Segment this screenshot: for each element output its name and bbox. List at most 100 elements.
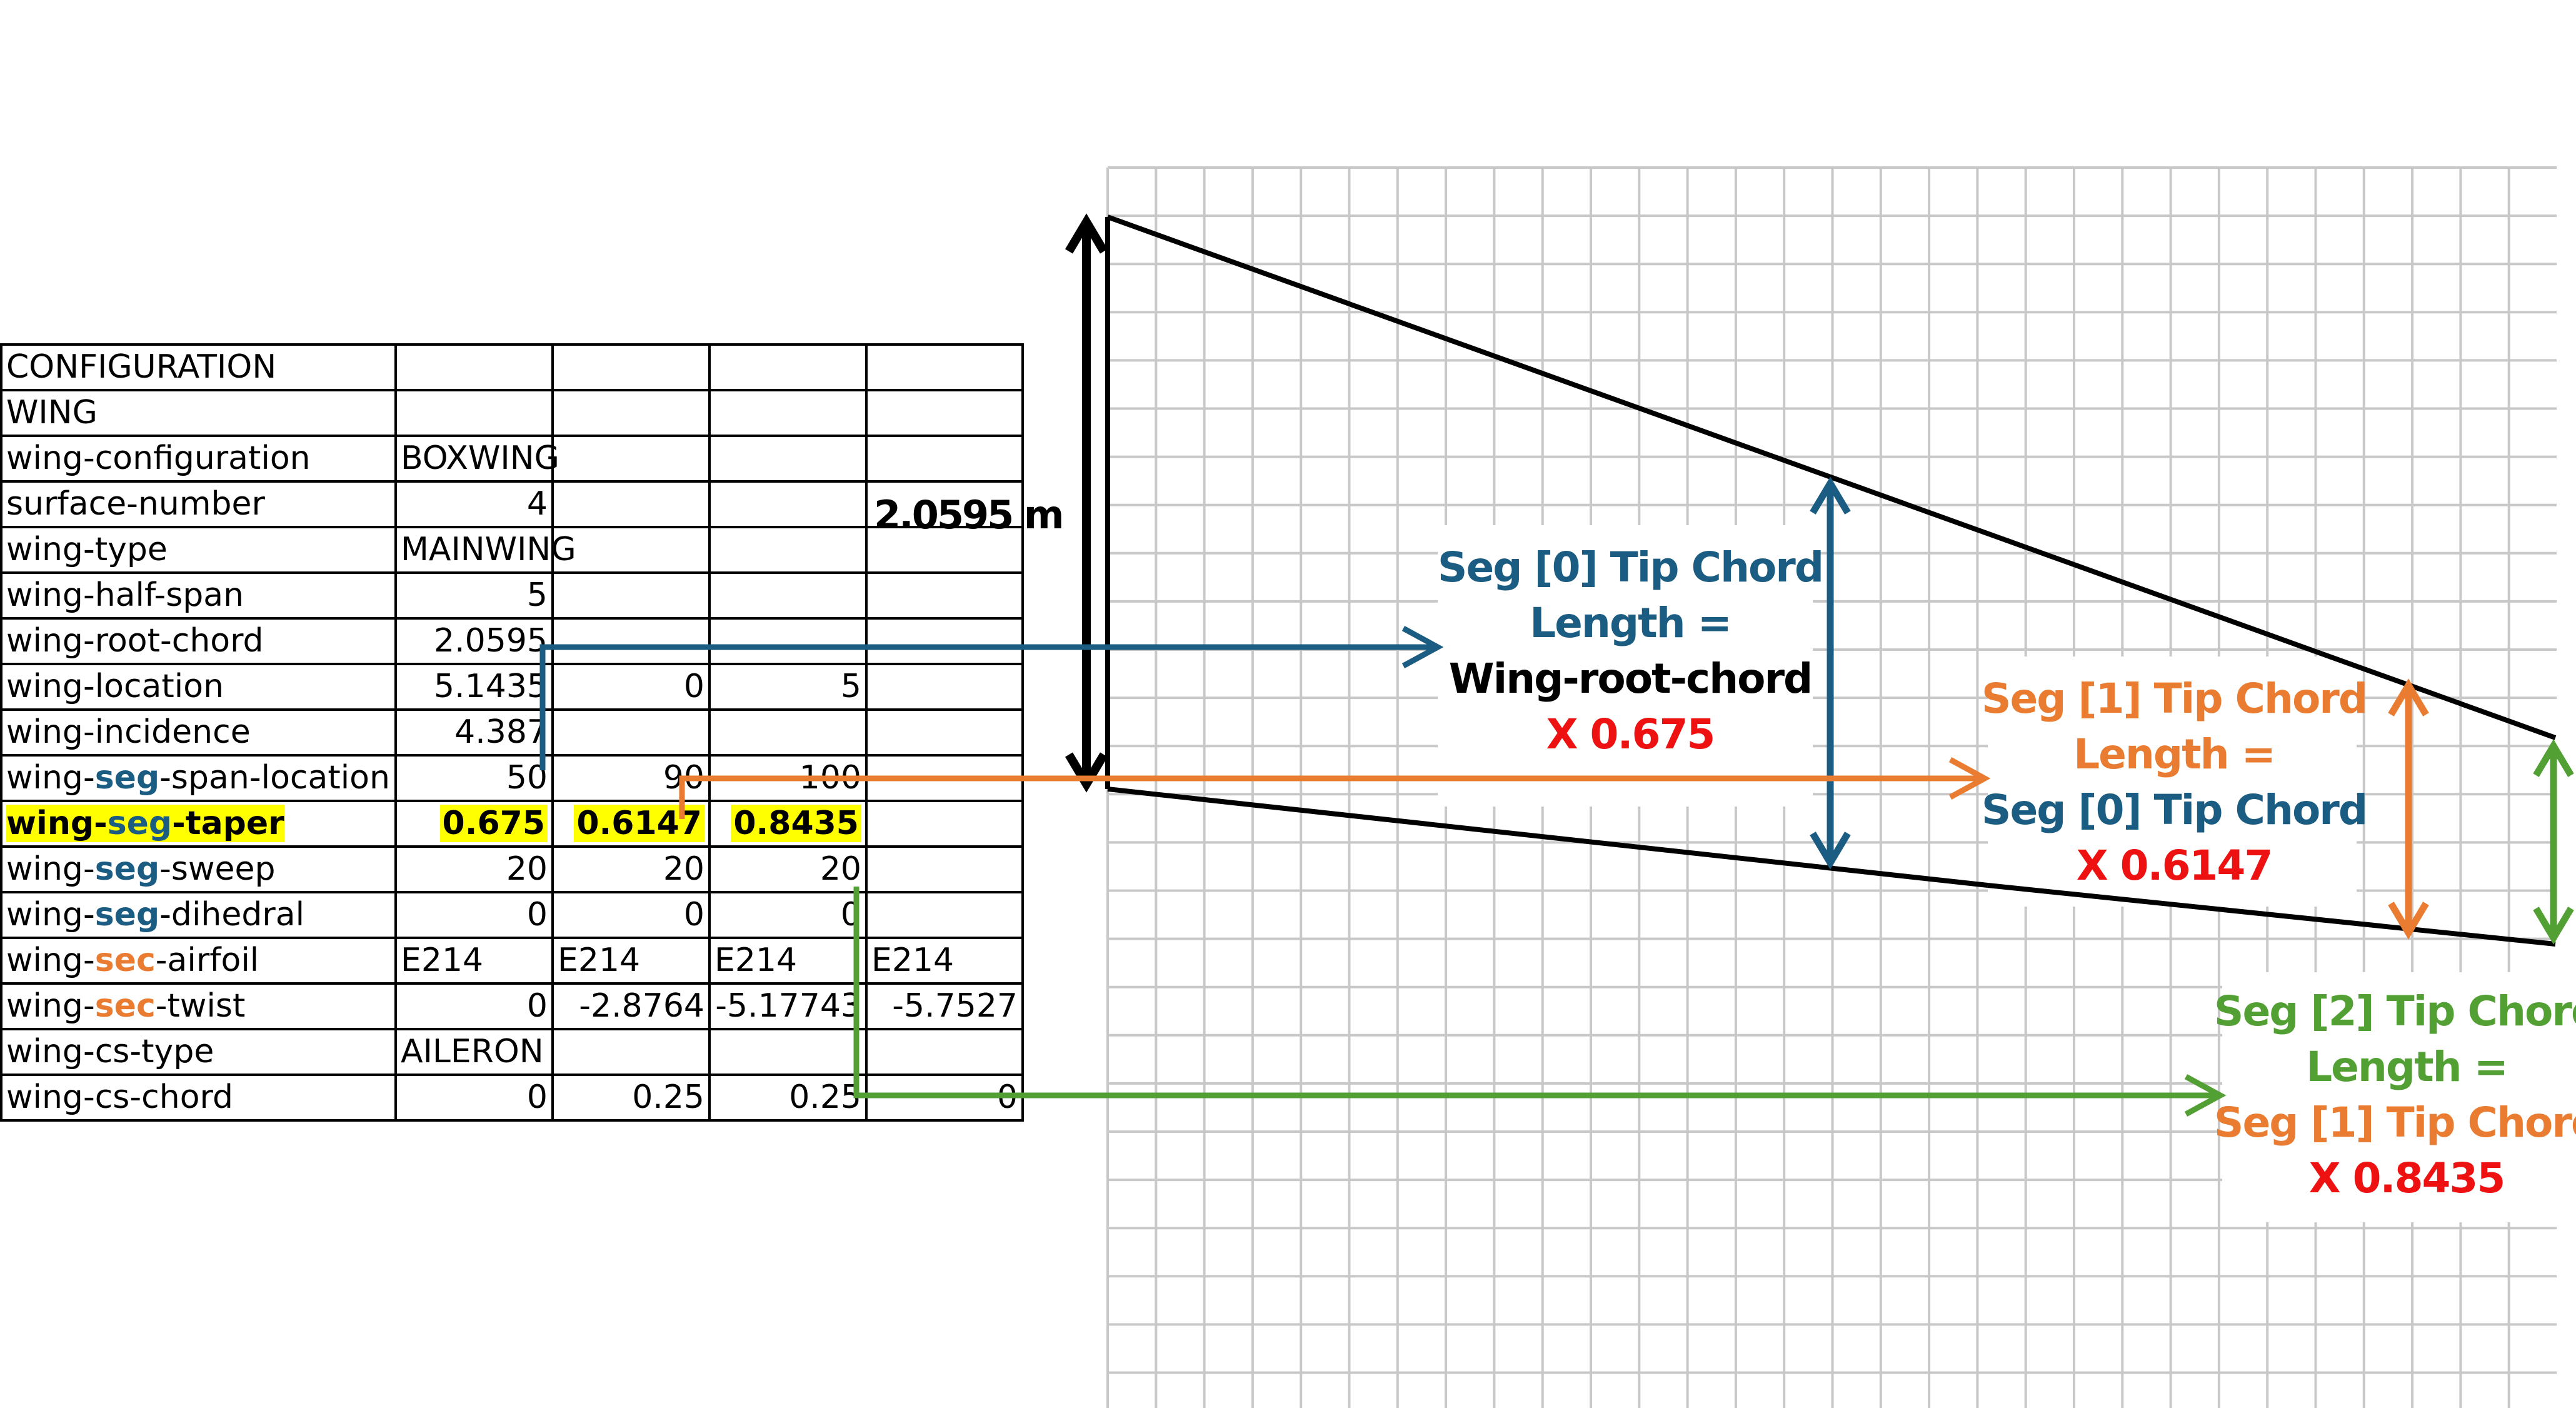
seg1-label-line: Seg [1] Tip Chord [1982,675,2367,723]
table-cell [708,389,868,437]
table-cell: 0 [708,891,868,939]
row-label: wing-seg-dihedral [0,891,397,939]
row-label: surface-number [0,480,397,528]
table-cell: BOXWING [394,435,559,483]
seg0-label-background [1438,525,1813,807]
table-cell [865,708,1024,757]
row-label: wing-half-span [0,571,397,620]
seg0-label-line: Seg [0] Tip Chord [1438,543,1823,591]
seg1-label-background [1988,656,2357,907]
table-cell: 0 [865,1074,1024,1122]
table-cell: 20 [551,845,711,893]
table-cell [865,343,1024,391]
table-cell: 20 [394,845,554,893]
seg2-label-line: Seg [1] Tip Chord [2214,1099,2576,1147]
table-cell [865,845,1024,893]
seg0-label-line: Length = [1530,599,1731,647]
table-cell [865,891,1024,939]
table-cell [708,480,868,528]
table-row: WING [0,389,1024,437]
wing-outline [1105,214,2557,947]
table-cell: 5 [708,663,868,711]
table-cell: -2.8764 [551,982,711,1030]
table-cell: 2.0595 [394,617,554,665]
table-cell [865,389,1024,437]
table-cell: 0.25 [551,1074,711,1122]
table-cell [865,435,1024,483]
table-cell [708,435,868,483]
trailing-edge-line [1107,787,1988,888]
table-cell [551,571,711,620]
table-cell: 90 [551,754,711,802]
seg0-label-line: Wing-root-chord [1449,655,1812,703]
table-cell: 0 [394,1074,554,1122]
table-cell: 0.25 [708,1074,868,1122]
table-cell [708,343,868,391]
seg1-label-line: X 0.6147 [2077,842,2272,890]
label-backgrounds [1438,525,2576,1222]
row-label: wing-location [0,663,397,711]
table-cell [865,754,1024,802]
table-cell: 0 [394,891,554,939]
table-cell: 100 [708,754,868,802]
row-label: wing-type [0,526,397,574]
trailing-edge-line [1987,883,2556,947]
table-cell: AILERON [394,1028,554,1076]
table-cell [865,571,1024,620]
table-cell [708,617,868,665]
table-cell [551,1028,711,1076]
background-grid [1106,166,2557,1408]
table-cell: 20 [708,845,868,893]
table-cell: 5 [394,571,554,620]
row-label: wing-incidence [0,708,397,757]
leading-edge-line [1106,214,2557,740]
table-cell: 4.387 [394,708,554,757]
table-cell [551,389,711,437]
table-cell: 0.6147 [551,800,711,848]
table-cell [551,617,711,665]
table-cell: E214 [551,937,711,985]
row-label: wing-root-chord [0,617,397,665]
table-cell: 0 [551,663,711,711]
root-chord-arrow [1065,213,1108,793]
seg0-chord-arrow [1810,476,1851,870]
table-cell: 0.675 [394,800,554,848]
row-label: wing-configuration [0,435,397,483]
table-cell [865,480,1024,528]
table-cell [708,571,868,620]
table-row: CONFIGURATION [0,343,1024,391]
table-cell: -5.17743 [708,982,868,1030]
row-label: CONFIGURATION [0,343,397,391]
row-label: wing-seg-sweep [0,845,397,893]
table-cell [551,708,711,757]
seg2-label-line: Seg [2] Tip Chord [2214,987,2576,1035]
table-cell: 50 [394,754,554,802]
table-cell [708,708,868,757]
table-cell [865,617,1024,665]
table-cell: -5.7527 [865,982,1024,1030]
table-cell [708,526,868,574]
seg1-chord-arrow [2388,678,2429,940]
row-label: WING [0,389,397,437]
table-cell [865,663,1024,711]
row-label: wing-sec-airfoil [0,937,397,985]
row-label: wing-cs-type [0,1028,397,1076]
table-cell: 0 [551,891,711,939]
table-cell: 5.1435 [394,663,554,711]
seg1-label-line: Length = [2073,730,2275,778]
